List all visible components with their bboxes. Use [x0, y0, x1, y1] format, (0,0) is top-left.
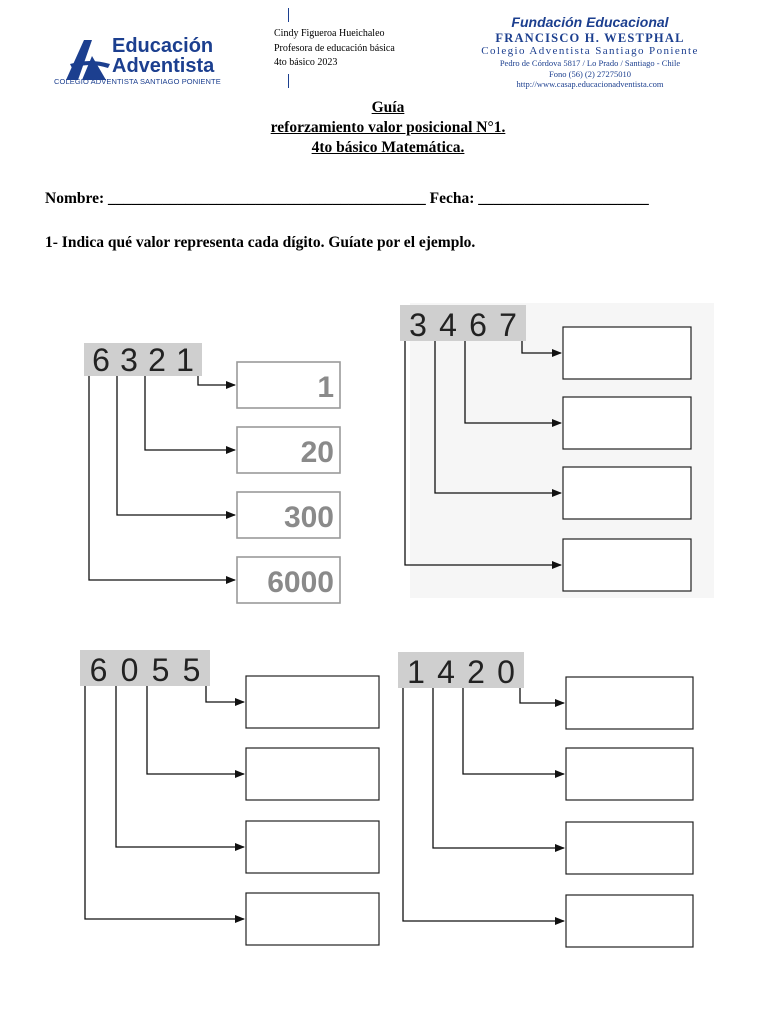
foundation-address: Pedro de Córdova 5817 / Lo Prado / Santi…: [499, 58, 681, 68]
answer-box[interactable]: [236, 361, 341, 409]
arrow-icon: [205, 686, 245, 706]
divider: [288, 74, 289, 88]
answer-box[interactable]: [565, 894, 694, 948]
answer-box[interactable]: [562, 396, 692, 450]
answer-value: 300: [284, 501, 334, 534]
answer-box[interactable]: [562, 538, 692, 592]
arrow-icon: [462, 688, 565, 778]
worksheet-title: Guía reforzamiento valor posicional N°1.…: [0, 98, 768, 158]
answer-box[interactable]: [245, 820, 380, 874]
teacher-role: Profesora de educación básica: [274, 42, 395, 54]
answer-box[interactable]: [562, 466, 692, 520]
answer-box[interactable]: [565, 821, 694, 875]
name-date-row: Nombre: ________________________________…: [45, 190, 649, 208]
digit: 4: [439, 307, 457, 343]
date-field[interactable]: ______________________: [478, 190, 649, 207]
arrow-icon: [521, 341, 562, 357]
arrow-icon: [146, 686, 245, 778]
arrow-icon: [464, 341, 562, 427]
arrow-icon: [432, 688, 565, 852]
answer-box[interactable]: [245, 892, 380, 946]
foundation-title: Fundación Educacional: [511, 14, 669, 30]
digit: 1: [176, 342, 194, 378]
digit-highlight: [400, 305, 526, 341]
arrow-icon: [434, 341, 562, 497]
arrow-icon: [116, 376, 236, 519]
teacher-name: Cindy Figueroa Hueichaleo: [274, 28, 385, 39]
title-line2: reforzamiento valor posicional N°1.: [270, 119, 506, 136]
name-field[interactable]: ________________________________________…: [108, 190, 426, 207]
answer-box[interactable]: [245, 675, 380, 729]
digit: 2: [467, 654, 485, 690]
digit: 5: [152, 652, 170, 688]
digit: 7: [499, 307, 517, 343]
answer-box[interactable]: [565, 747, 694, 801]
answer-box[interactable]: [562, 326, 692, 380]
answer-box[interactable]: [236, 556, 341, 604]
digit: 6: [92, 342, 110, 378]
arrow-icon: [88, 376, 236, 584]
answer-box[interactable]: [236, 491, 341, 539]
logo-icon: [66, 40, 110, 80]
date-label: Fecha:: [429, 190, 475, 207]
arrow-icon: [402, 688, 565, 925]
answer-box[interactable]: [236, 426, 341, 474]
name-label: Nombre:: [45, 190, 105, 207]
digit: 6: [469, 307, 487, 343]
arrow-icon: [84, 686, 245, 923]
digit: 0: [121, 652, 139, 688]
foundation-block: Fundación Educacional FRANCISCO H. WESTP…: [440, 14, 740, 90]
foundation-phone: Fono (56) (2) 27275010: [549, 68, 631, 79]
digit: 6: [90, 652, 108, 688]
digit: 3: [409, 307, 427, 343]
teacher-info: Cindy Figueroa Hueichaleo Profesora de e…: [274, 27, 395, 71]
answer-value: 6000: [267, 566, 334, 599]
arrow-icon: [404, 341, 562, 569]
digit: 5: [183, 652, 201, 688]
logo-text-line2: Adventista: [112, 55, 215, 77]
instruction: 1- Indica qué valor representa cada dígi…: [45, 234, 476, 251]
foundation-url: http://www.casap.educacionadventista.com: [516, 79, 664, 89]
answer-value: 1: [317, 371, 334, 404]
foundation-name: FRANCISCO H. WESTPHAL: [495, 31, 685, 45]
digit: 3: [120, 342, 138, 378]
digit: 2: [148, 342, 166, 378]
answer-value: 20: [301, 436, 334, 469]
logo-subtitle: COLEGIO ADVENTISTA SANTIAGO PONIENTE: [54, 77, 221, 86]
title-line3: 4to básico Matemática.: [311, 139, 465, 156]
answer-box[interactable]: [245, 747, 380, 801]
digit-highlight: [84, 343, 202, 376]
arrow-icon: [144, 376, 236, 454]
title-line1: Guía: [371, 99, 405, 116]
teacher-course: 4to básico 2023: [274, 57, 338, 68]
foundation-school: Colegio Adventista Santiago Poniente: [481, 45, 699, 57]
arrow-icon: [197, 376, 236, 389]
digit-highlight: [398, 652, 524, 688]
answer-box[interactable]: [565, 676, 694, 730]
digit: 1: [407, 654, 425, 690]
logo-text-line1: Educación: [112, 35, 214, 57]
arrow-icon: [115, 686, 245, 851]
digit: 4: [437, 654, 455, 690]
digit-highlight: [80, 650, 210, 686]
arrow-icon: [519, 688, 565, 707]
digit: 0: [497, 654, 515, 690]
divider: [288, 8, 289, 22]
